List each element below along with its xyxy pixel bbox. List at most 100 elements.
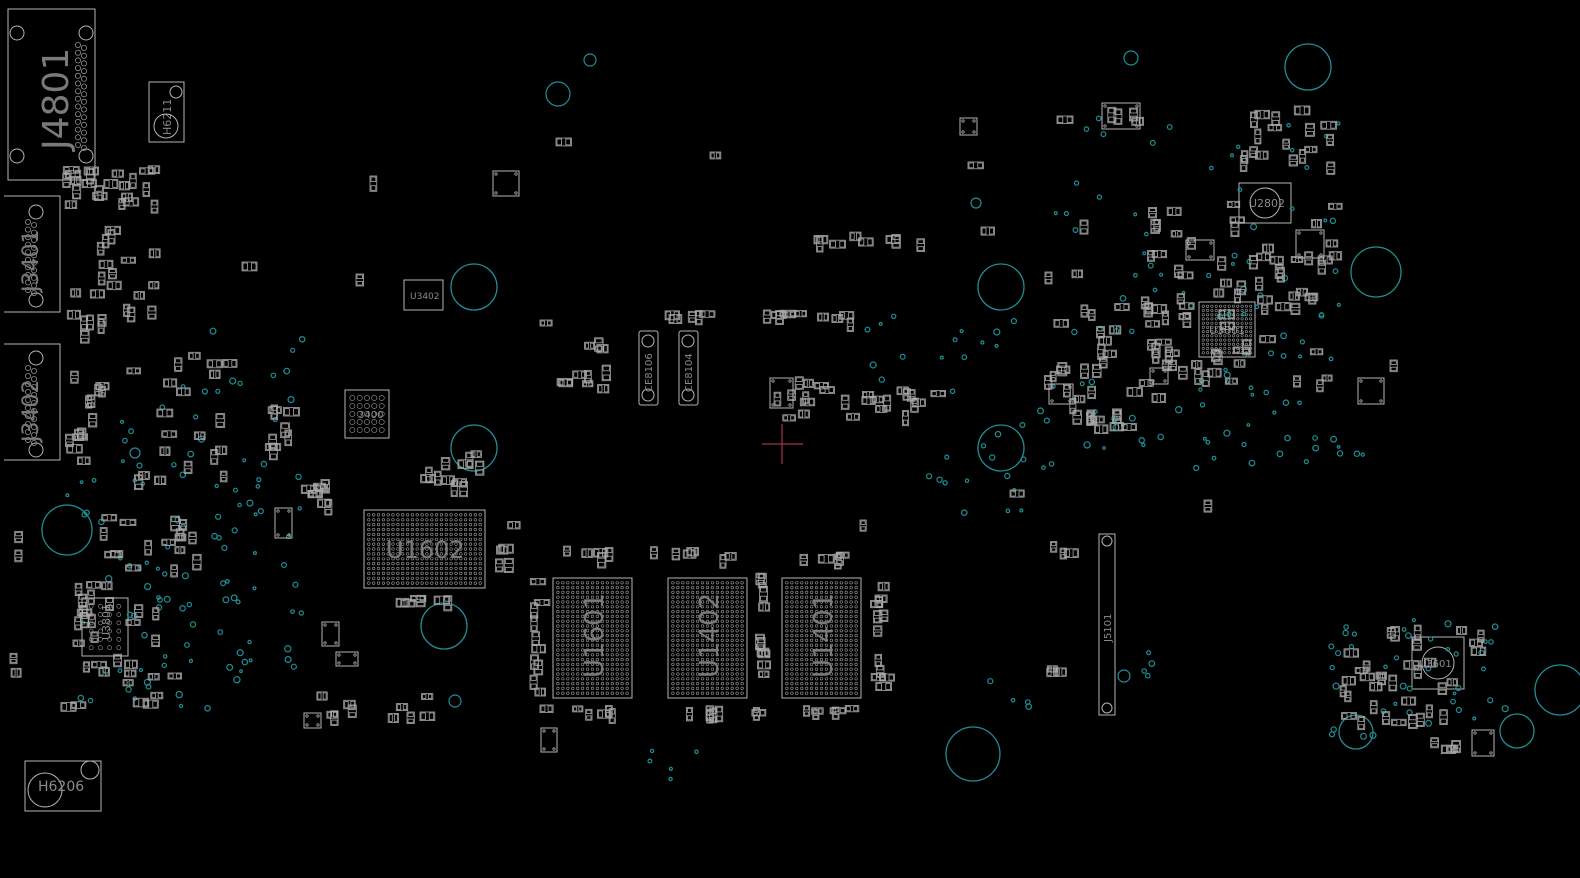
capacitor-ce8106[interactable]: CE8106 <box>638 330 659 406</box>
smd-part <box>1224 377 1238 385</box>
bga-ball <box>686 662 690 667</box>
smd-part <box>183 460 193 474</box>
bga-ball <box>681 619 685 623</box>
bga-ball <box>580 590 585 595</box>
bga-ball <box>459 542 463 546</box>
bga-ball <box>1232 330 1236 334</box>
capacitor-ce8104[interactable]: CE8104 <box>678 330 699 406</box>
bga-ball <box>819 619 824 623</box>
bga-ball <box>396 522 400 527</box>
via <box>1100 131 1107 138</box>
mount-hole-h6206[interactable]: H6206 <box>24 760 102 812</box>
chip-u3801[interactable]: U3801 <box>81 597 129 657</box>
via <box>959 329 964 334</box>
bga-ball <box>795 691 799 695</box>
chip-u1401[interactable]: U1401 <box>781 577 862 699</box>
bga-ball <box>725 691 729 695</box>
bga-ball <box>819 657 824 662</box>
bga-ball <box>710 643 715 647</box>
bga-ball <box>819 667 824 671</box>
via <box>136 462 143 469</box>
chip-u3400[interactable]: 3400 <box>344 389 390 439</box>
bga-ball <box>566 657 570 662</box>
bga-ball <box>854 629 858 633</box>
smd-part <box>1357 716 1366 731</box>
bga-ball <box>676 677 680 681</box>
bga-ball <box>829 581 834 585</box>
bga-ball <box>376 571 381 576</box>
bga-ball <box>595 691 600 695</box>
bga-ball <box>381 532 386 537</box>
chip-u1402[interactable]: U1402 <box>667 577 748 699</box>
bga-ball <box>800 638 804 643</box>
bga-ball <box>610 677 614 681</box>
bga-ball <box>695 605 700 609</box>
connector-j4801[interactable]: J4801 <box>7 8 96 181</box>
chip-u3001[interactable]: U3001 <box>1198 301 1256 358</box>
bga-ball <box>691 595 695 599</box>
via <box>226 663 234 671</box>
bga-ball <box>735 629 739 633</box>
via <box>936 476 943 483</box>
bga-ball <box>396 566 400 571</box>
smd-part <box>794 310 808 318</box>
smd-part <box>1274 302 1291 312</box>
bga-ball <box>676 662 680 667</box>
bga-ball <box>735 681 739 686</box>
bga-ball <box>844 609 848 614</box>
smd-part <box>142 699 159 709</box>
smd-part <box>1341 676 1356 686</box>
chip-u1601[interactable]: U1601 <box>552 577 633 699</box>
bga-ball <box>681 633 685 638</box>
bga-ball <box>625 581 629 585</box>
bga-ball <box>819 691 824 695</box>
bga-ball <box>605 633 609 638</box>
bga-ball <box>725 667 729 671</box>
smd-part <box>65 169 82 179</box>
bga-ball <box>620 581 624 585</box>
bga-ball <box>1236 334 1240 338</box>
bga-ball <box>420 566 424 571</box>
via <box>1024 699 1031 705</box>
connector-j3401[interactable]: J3401 <box>4 195 61 313</box>
bga-ball <box>715 662 720 667</box>
bga-ball <box>381 576 386 580</box>
bga-ball <box>805 581 809 585</box>
bga-ball <box>824 581 829 585</box>
chip-u3402[interactable]: U3402 <box>403 279 444 311</box>
bga-ball <box>435 518 439 522</box>
smd-part <box>74 428 84 441</box>
bga-ball <box>1210 321 1214 325</box>
bga-ball <box>406 547 410 551</box>
smd-part <box>601 364 611 382</box>
chip-u1602[interactable]: U1602 <box>363 509 486 589</box>
bga-ball <box>615 633 619 638</box>
connector-pin <box>30 415 37 422</box>
bga-ball <box>410 581 415 585</box>
connector-j5101[interactable]: J5101 <box>1098 533 1116 716</box>
bga-ball <box>839 648 843 652</box>
smd-part <box>151 634 160 648</box>
bga-ball <box>710 662 715 667</box>
connector-j3402[interactable]: J3402 <box>4 343 61 461</box>
smd-part <box>1201 370 1210 387</box>
smd-part <box>1382 711 1391 725</box>
bga-ball <box>600 585 605 590</box>
smd-part <box>531 631 540 646</box>
via <box>1263 389 1270 396</box>
bga-ball <box>1236 317 1240 321</box>
bga-ball <box>625 638 629 643</box>
bga-ball <box>710 614 715 619</box>
smd-part <box>104 225 121 236</box>
via <box>1280 353 1287 359</box>
mount-hole-h6211[interactable]: H6211 <box>148 81 185 143</box>
via <box>1425 719 1433 727</box>
bga-ball <box>681 600 685 604</box>
bga-ball <box>686 686 690 691</box>
via <box>1205 439 1211 445</box>
smd-part <box>1050 541 1058 553</box>
bga-ball <box>372 513 376 517</box>
via <box>961 354 968 361</box>
bga-ball <box>478 561 482 566</box>
